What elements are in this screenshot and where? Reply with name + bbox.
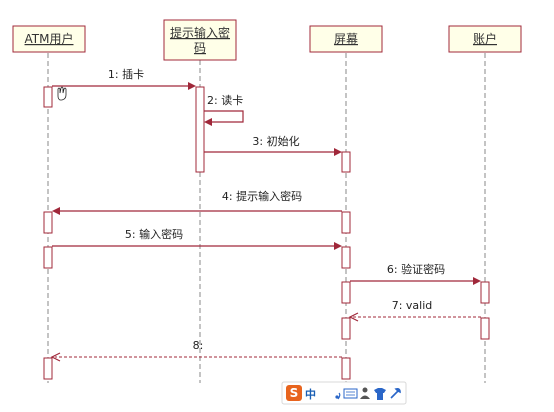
user-icon[interactable] <box>360 387 370 400</box>
keyboard-icon[interactable] <box>343 388 358 399</box>
message-8: 8: <box>50 339 342 362</box>
participant-label-account: 账户 <box>473 31 497 46</box>
message-label-3: 3: 初始化 <box>252 134 299 148</box>
sogou-logo-icon[interactable]: S <box>286 385 302 401</box>
message-2: 2: 读卡 <box>204 93 244 126</box>
participant-screen: 屏幕 <box>309 25 383 53</box>
ime-toolbar[interactable]: S 中 <box>281 381 407 405</box>
message-4: 4: 提示输入密码 <box>52 189 342 215</box>
message-3: 3: 初始化 <box>204 134 342 156</box>
activation-account-1 <box>480 281 490 304</box>
ime-mode-indicator[interactable]: 中 <box>305 387 316 401</box>
participant-prompt-pin: 提示输入密 码 <box>163 19 237 61</box>
punctuation-icon[interactable] <box>335 392 341 400</box>
activation-screen-2 <box>341 211 351 234</box>
message-6: 6: 验证密码 <box>350 262 481 285</box>
message-1: 1: 插卡 <box>52 67 196 90</box>
activation-atm-user-1 <box>43 86 53 108</box>
activation-atm-user-3 <box>43 246 53 269</box>
skin-shirt-icon[interactable] <box>374 388 386 400</box>
activation-screen-5 <box>341 317 351 340</box>
message-5: 5: 输入密码 <box>52 227 342 250</box>
activation-screen-3 <box>341 246 351 269</box>
activation-screen-4 <box>341 281 351 304</box>
message-label-4: 4: 提示输入密码 <box>222 189 302 203</box>
activation-atm-user-4 <box>43 357 53 380</box>
ime-logo-text: S <box>290 386 299 400</box>
message-7: 7: valid <box>348 299 481 322</box>
participant-label-screen: 屏幕 <box>334 32 358 46</box>
participant-label-atm-user: ATM用户 <box>25 31 74 46</box>
participant-account: 账户 <box>448 25 522 53</box>
activation-account-2 <box>480 317 490 340</box>
activation-prompt-pin <box>195 86 205 173</box>
message-label-8: 8: <box>193 339 204 352</box>
activation-screen-6 <box>341 357 351 380</box>
message-label-6: 6: 验证密码 <box>387 262 445 276</box>
participant-atm-user: ATM用户 <box>12 25 86 53</box>
participant-label-prompt-pin-line2: 码 <box>194 41 206 55</box>
message-label-2: 2: 读卡 <box>207 93 243 107</box>
activation-atm-user-2 <box>43 211 53 234</box>
activation-screen-1 <box>341 151 351 173</box>
hand-cursor-icon <box>57 86 67 101</box>
participant-label-prompt-pin-line1: 提示输入密 <box>170 25 230 40</box>
wrench-icon[interactable] <box>390 388 401 399</box>
message-label-7: 7: valid <box>392 299 433 312</box>
message-label-1: 1: 插卡 <box>108 67 144 81</box>
message-label-5: 5: 输入密码 <box>125 227 183 241</box>
